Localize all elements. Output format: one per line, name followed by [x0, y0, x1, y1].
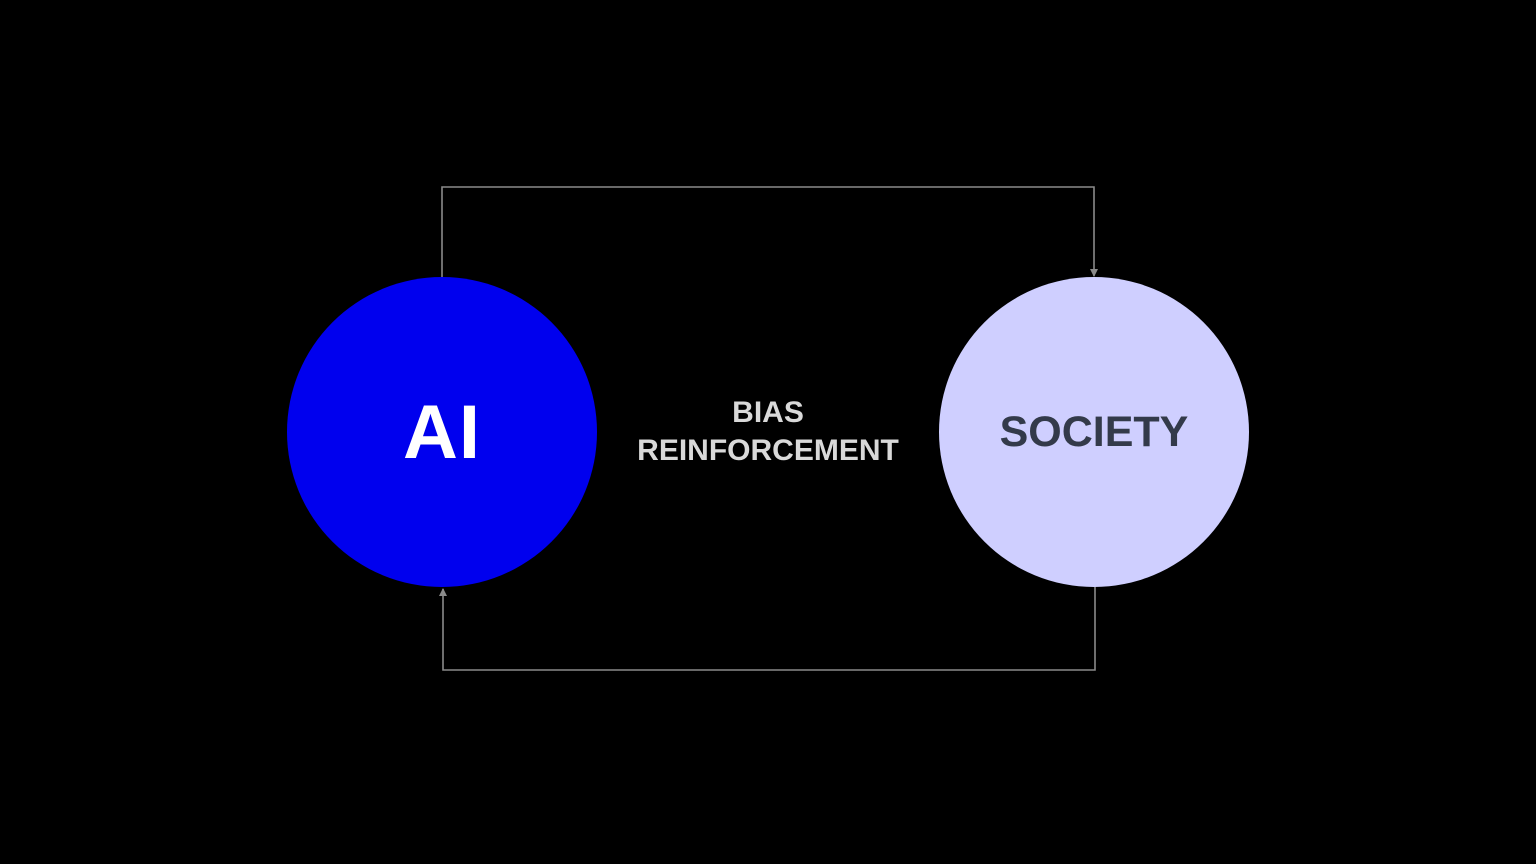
node-society-label: SOCIETY: [999, 407, 1189, 456]
node-society: SOCIETY: [939, 277, 1249, 587]
node-ai-label: AI: [403, 389, 481, 475]
edge-society-to-ai: [439, 586, 1096, 671]
center-label-line-1: BIAS: [732, 396, 804, 429]
node-ai: AI: [287, 277, 597, 587]
bias-reinforcement-label: BIAS REINFORCEMENT: [600, 394, 936, 470]
center-label-line-2: REINFORCEMENT: [637, 434, 899, 467]
edge-ai-to-society: [441, 186, 1098, 280]
